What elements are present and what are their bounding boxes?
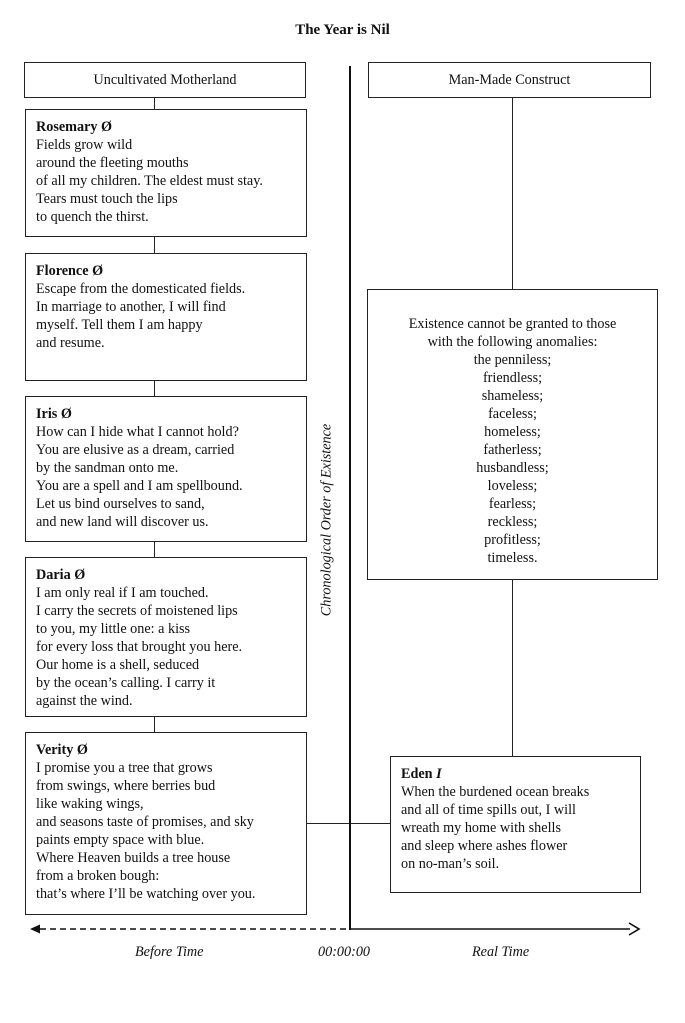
poem-line: and seasons taste of promises, and sky (36, 814, 254, 830)
before-time-label: Before Time (135, 944, 204, 960)
verity-eden-link (306, 823, 391, 824)
vertical-axis-line (349, 66, 351, 930)
poem-symbol: Ø (60, 406, 72, 422)
poem-line: and all of time spills out, I will (401, 802, 576, 818)
poem-line: to quench the thirst. (36, 209, 149, 225)
poem-line: around the fleeting mouths (36, 155, 189, 171)
right-header-box: Man-Made Construct (368, 62, 651, 98)
poem-line: that’s where I’ll be watching over you. (36, 886, 256, 902)
poem-line: Fields grow wild (36, 137, 133, 153)
poem-symbol: Ø (74, 567, 86, 583)
poem-line: Escape from the domesticated fields. (36, 281, 246, 297)
poem-line: Our home is a shell, seduced (36, 657, 200, 673)
existence-line: fatherless; (483, 442, 542, 458)
existence-line: friendless; (482, 370, 543, 386)
poem-name: Iris (36, 406, 58, 422)
poem-line: wreath my home with shells (401, 820, 561, 836)
poem-line: by the ocean’s calling. I carry it (36, 675, 216, 691)
poem-box-daria: Daria Ø I am only real if I am touched. … (25, 557, 307, 717)
poem-line: You are a spell and I am spellbound. (36, 478, 243, 494)
existence-line: loveless; (487, 478, 538, 494)
poem-line: I promise you a tree that grows (36, 760, 213, 776)
poem-line: for every loss that brought you here. (36, 639, 243, 655)
poem-line: against the wind. (36, 693, 133, 709)
existence-line: the penniless; (473, 352, 552, 368)
left-connector-1 (154, 97, 155, 110)
left-connector-3 (154, 380, 155, 397)
poem-line: of all my children. The eldest must stay… (36, 173, 263, 189)
right-connector-1 (512, 97, 513, 290)
existence-line: homeless; (484, 424, 541, 440)
existence-box: Existence cannot be granted to those wit… (367, 289, 658, 580)
left-arrowhead (30, 924, 40, 934)
poem-name: Daria (36, 567, 71, 583)
poem-symbol: Ø (92, 263, 104, 279)
existence-line: Existence cannot be granted to those (408, 316, 617, 332)
poem-line: Let us bind ourselves to sand, (36, 496, 205, 512)
right-header-label: Man-Made Construct (448, 72, 571, 88)
poem-line: I carry the secrets of moistened lips (36, 603, 238, 619)
left-header-label: Uncultivated Motherland (93, 72, 237, 88)
existence-line: husbandless; (476, 460, 549, 476)
left-connector-5 (154, 716, 155, 733)
poem-line: from swings, where berries bud (36, 778, 216, 794)
existence-line: faceless; (488, 406, 537, 422)
poem-symbol: Ø (101, 119, 113, 135)
existence-line: profitless; (484, 532, 541, 548)
poem-line: and resume. (36, 335, 105, 351)
poem-symbol: Ø (76, 742, 88, 758)
poem-name: Florence (36, 263, 89, 279)
poem-line: on no-man’s soil. (401, 856, 500, 872)
left-header-box: Uncultivated Motherland (24, 62, 306, 98)
existence-line: fearless; (488, 496, 537, 512)
existence-line: shameless; (481, 388, 544, 404)
poem-line: to you, my little one: a kiss (36, 621, 191, 637)
poem-name: Eden (401, 766, 433, 782)
poem-line: When the burdened ocean breaks (401, 784, 590, 800)
poem-line: and new land will discover us. (36, 514, 209, 530)
poem-line: and sleep where ashes flower (401, 838, 568, 854)
right-connector-2 (512, 579, 513, 757)
existence-line: timeless. (487, 550, 538, 566)
existence-line: with the following anomalies: (427, 334, 598, 350)
poem-line: like waking wings, (36, 796, 144, 812)
poem-box-florence: Florence Ø Escape from the domesticated … (25, 253, 307, 381)
poem-box-rosemary: Rosemary Ø Fields grow wild around the f… (25, 109, 307, 237)
poem-line: I am only real if I am touched. (36, 585, 209, 601)
poem-line: In marriage to another, I will find (36, 299, 226, 315)
left-connector-2 (154, 236, 155, 254)
poem-line: paints empty space with blue. (36, 832, 205, 848)
right-arrowhead (628, 922, 641, 936)
poem-line: How can I hide what I cannot hold? (36, 424, 239, 440)
poem-box-iris: Iris Ø How can I hide what I cannot hold… (25, 396, 307, 542)
zero-time-label: 00:00:00 (318, 944, 371, 960)
poem-symbol: I (436, 766, 442, 782)
real-time-label: Real Time (472, 944, 530, 960)
page-title: The Year is Nil (295, 22, 390, 38)
poem-box-verity: Verity Ø I promise you a tree that grows… (25, 732, 307, 915)
left-connector-4 (154, 541, 155, 558)
poem-line: Tears must touch the lips (36, 191, 178, 207)
poem-name: Rosemary (36, 119, 98, 135)
poem-line: Where Heaven builds a tree house (36, 850, 231, 866)
poem-box-eden: Eden I When the burdened ocean breaks an… (390, 756, 641, 893)
poem-line: by the sandman onto me. (36, 460, 179, 476)
poem-name: Verity (36, 742, 74, 758)
poem-line: You are elusive as a dream, carried (36, 442, 235, 458)
poem-line: from a broken bough: (36, 868, 160, 884)
poem-line: myself. Tell them I am happy (36, 317, 203, 333)
existence-line: reckless; (487, 514, 538, 530)
